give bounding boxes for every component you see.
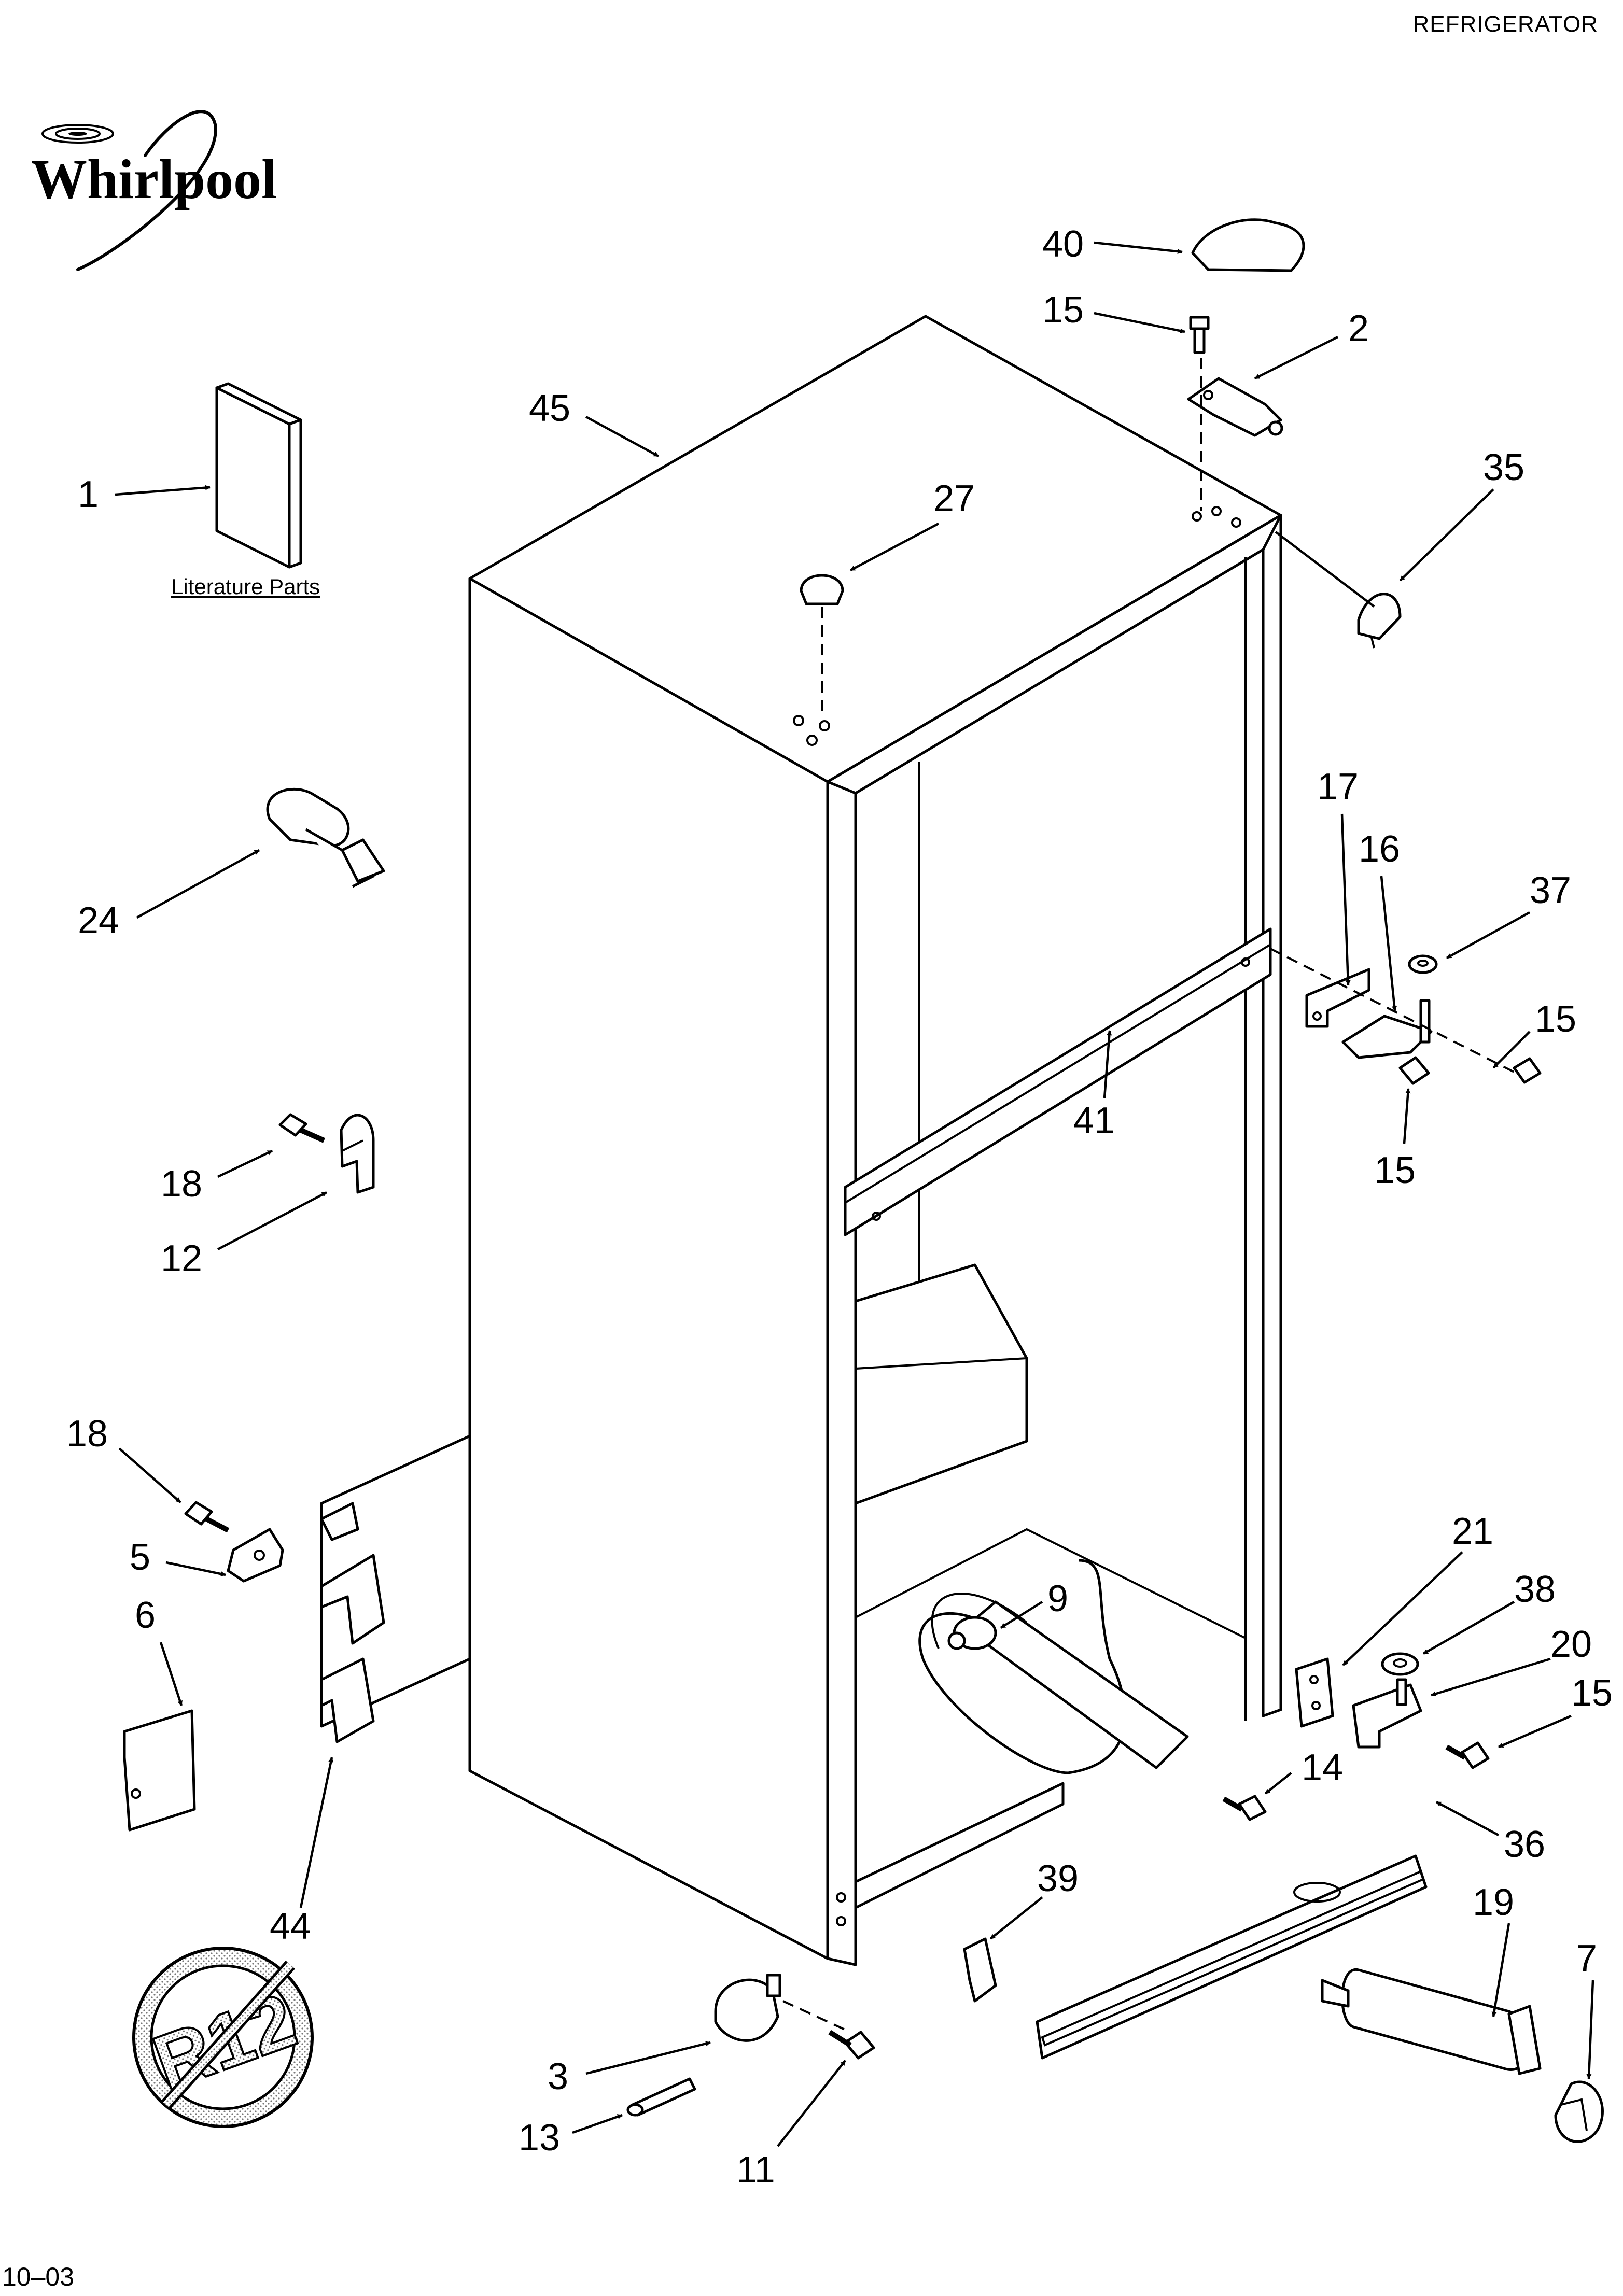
literature-parts-label: Literature Parts: [171, 574, 320, 599]
callout-44: 44: [270, 1906, 311, 1947]
water-tube: [918, 1559, 1189, 1774]
callout-17: 17: [1317, 766, 1359, 808]
washer-37: [1408, 954, 1438, 974]
top-hinge: [1187, 358, 1283, 511]
callout-15-top: 15: [1042, 289, 1084, 331]
screw-14: [1222, 1795, 1267, 1821]
callout-18-lower: 18: [66, 1413, 108, 1455]
bracket-21: [1295, 1657, 1334, 1728]
callout-39: 39: [1037, 1858, 1079, 1899]
callout-6: 6: [135, 1595, 156, 1636]
callout-35: 35: [1483, 447, 1524, 488]
cover-6: [123, 1709, 196, 1832]
date-code: 10–03: [2, 2262, 75, 2291]
callouts: 40 15 2 45 35 1 27 17 16 37 24 15 41 15 …: [66, 223, 1613, 2191]
callout-2: 2: [1348, 308, 1369, 349]
callout-14: 14: [1302, 1747, 1343, 1788]
callout-24: 24: [78, 900, 119, 941]
pin-13: [626, 2077, 696, 2117]
plug: [800, 574, 844, 713]
clip-39: [963, 1937, 997, 2003]
top-hinge-screw: [1189, 316, 1210, 354]
hinge-20: [1352, 1678, 1422, 1749]
knob-7: [1554, 2080, 1604, 2143]
literature-booklet: [215, 382, 302, 569]
screw-11: [828, 2030, 875, 2060]
washer-38: [1381, 1652, 1419, 1676]
callout-27: 27: [933, 478, 975, 519]
hinge-16: [1341, 999, 1433, 1059]
hinge-17: [1305, 968, 1370, 1028]
hinge-3: [714, 1974, 851, 2042]
door-stop: [266, 787, 385, 888]
center-rail: [844, 927, 1272, 1236]
callout-7: 7: [1576, 1938, 1597, 1979]
screw-15-lower: [1445, 1741, 1490, 1769]
callout-9: 9: [1047, 1578, 1068, 1619]
water-filter-19: [1321, 1968, 1542, 2075]
callout-3: 3: [548, 2056, 568, 2097]
callout-41: 41: [1073, 1100, 1115, 1142]
screw-18-upper: [278, 1113, 326, 1143]
callout-19: 19: [1473, 1882, 1514, 1923]
callout-20: 20: [1550, 1624, 1592, 1665]
section-title: REFRIGERATOR: [1412, 11, 1598, 37]
callout-1: 1: [78, 474, 99, 515]
callout-21: 21: [1452, 1511, 1493, 1552]
callout-37: 37: [1530, 870, 1571, 911]
screw-18-lower: [184, 1501, 230, 1533]
callout-15-lower: 15: [1571, 1672, 1613, 1714]
clip-5: [227, 1528, 284, 1583]
callout-11: 11: [736, 2149, 775, 2191]
no-r12-badge: R12: [132, 1947, 314, 2128]
callout-36: 36: [1504, 1824, 1545, 1865]
whirlpool-logo: Whirlpool: [31, 110, 277, 271]
callout-16: 16: [1359, 828, 1400, 870]
bracket-35: [1275, 531, 1402, 649]
callout-45: 45: [529, 388, 570, 429]
grille-36: [1036, 1854, 1428, 2060]
brand-wordmark: Whirlpool: [31, 149, 277, 210]
callout-15-mid: 15: [1374, 1150, 1416, 1191]
callout-12: 12: [161, 1238, 202, 1279]
callout-38: 38: [1514, 1569, 1556, 1610]
callout-18-upper: 18: [161, 1163, 202, 1205]
hinge-cover: [1191, 218, 1305, 272]
bracket-44: [320, 1502, 385, 1743]
callout-15-right: 15: [1535, 998, 1576, 1040]
cabinet: [320, 315, 1282, 1966]
callout-5: 5: [130, 1537, 150, 1578]
clip-12: [340, 1114, 375, 1194]
callout-13: 13: [519, 2117, 560, 2159]
callout-40: 40: [1042, 223, 1084, 265]
